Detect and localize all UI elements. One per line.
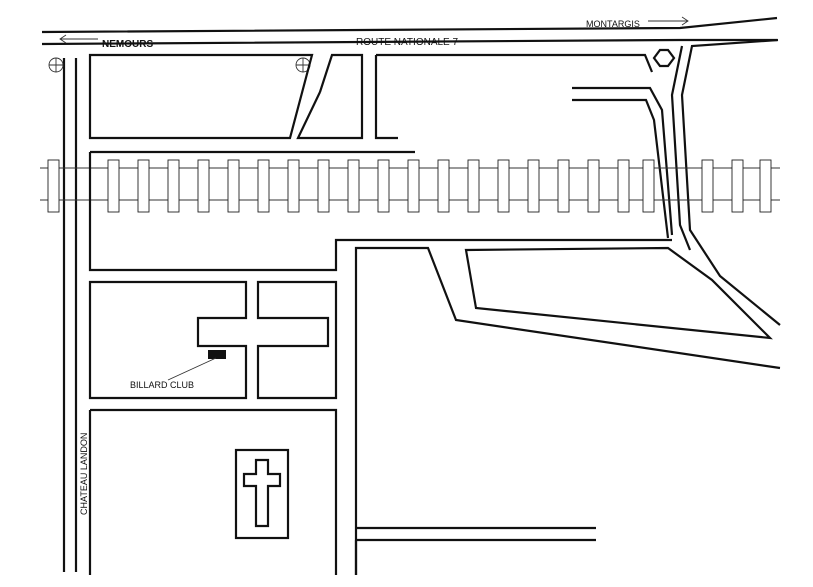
billard-club-building [208, 350, 226, 359]
block-north-middle [296, 53, 364, 140]
route-nationale-label: ROUTE NATIONALE 7 [356, 37, 458, 48]
cemetery-cross-icon [234, 448, 290, 540]
billard-club-label: BILLARD CLUB [130, 380, 194, 390]
block-triangle [464, 246, 773, 340]
block-billard-west [88, 280, 248, 400]
route-nationale-7-road [41, 16, 778, 46]
nemours-label: NEMOURS [102, 39, 153, 50]
east-road-inner [670, 45, 692, 251]
direction-arrow-icon [59, 34, 98, 44]
street-side-inner [572, 98, 670, 239]
chateau-landon-label: CHATEAU LANDON [79, 433, 89, 515]
direction-arrow-icon [648, 16, 689, 26]
montargis-label: MONTARGIS [586, 19, 640, 29]
billard-club-pointer [167, 357, 217, 381]
block-north-west [88, 53, 314, 140]
street-south-cross-lower [354, 538, 596, 575]
hexagon-roundabout-icon [652, 48, 676, 68]
street-side [572, 86, 674, 236]
railway [40, 159, 780, 213]
block-north-east [374, 55, 398, 140]
railway-ties [47, 159, 772, 213]
block-billard-east [256, 280, 338, 400]
street-south-middle [354, 246, 781, 575]
street-north-east [376, 53, 654, 73]
east-road-outer [680, 38, 781, 326]
block-cemetery [88, 408, 338, 575]
chateau-landon-road [62, 58, 78, 572]
block-railway [88, 150, 672, 272]
crosshair-marker-icon [48, 57, 64, 73]
